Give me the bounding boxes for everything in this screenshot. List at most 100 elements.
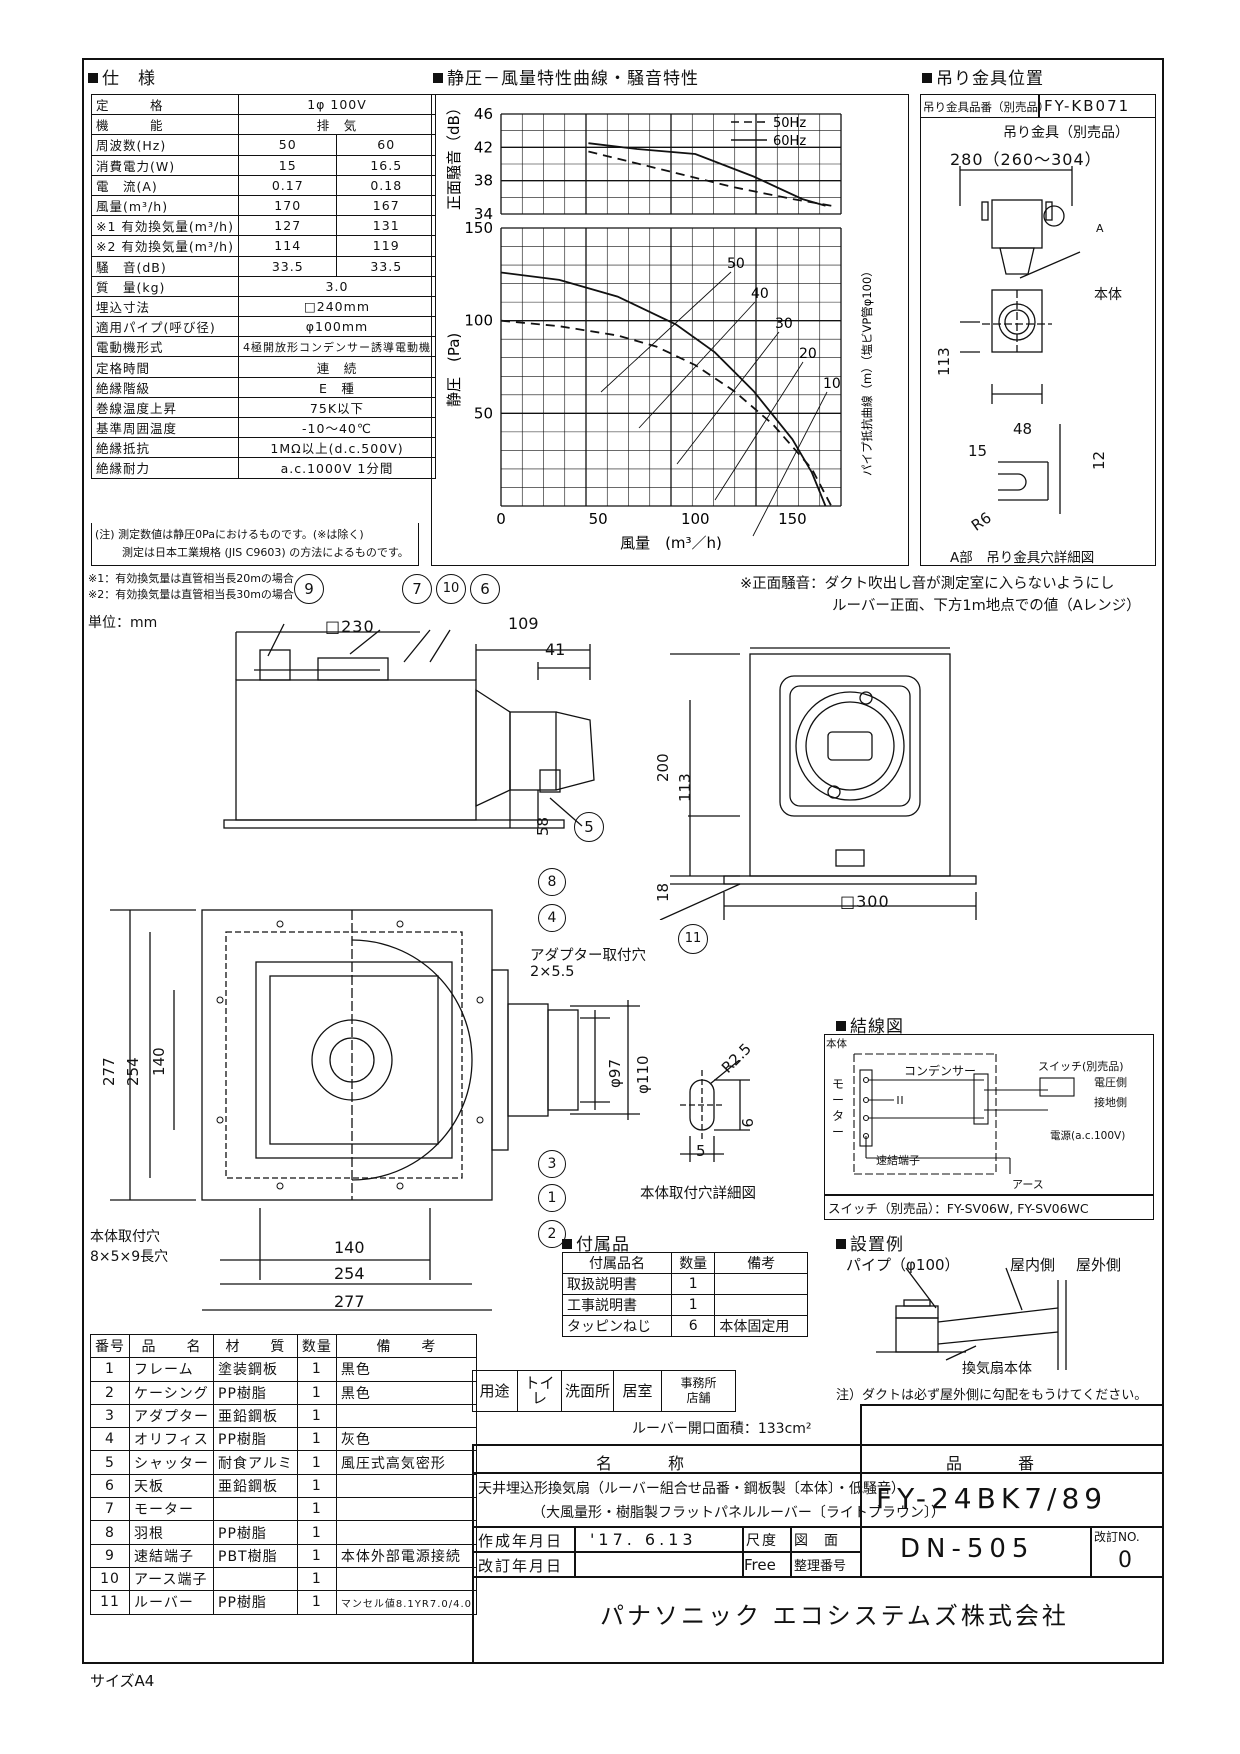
parts-cell: 11 [90, 1590, 130, 1615]
hanger-part-label: 吊り金具品番（別売品） [923, 100, 1050, 114]
spec-value-50hz: 127 [237, 215, 338, 237]
callout-5: 5 [574, 812, 604, 842]
install-outdoor-label: 屋外側 [1076, 1256, 1122, 1274]
noise-note-1: ※正面騒音：ダクト吹出し音が測定室に入らないようにし [740, 576, 1115, 592]
wiring-motor-label: モーター [832, 1077, 845, 1139]
parts-cell: 1 [296, 1380, 337, 1405]
hanger-bracket-label: 吊り金具（別売品） [1003, 125, 1129, 141]
rev-no: 0 [1118, 1548, 1132, 1573]
spec-value-60hz: 119 [336, 235, 436, 257]
pipe-curve-10 [752, 391, 828, 537]
pressure-ylabel: 静圧 (Pa) [445, 333, 463, 407]
callout-2: 2 [538, 1220, 566, 1248]
parts-cell: シャッター [129, 1450, 214, 1475]
parts-cell: 1 [296, 1520, 337, 1545]
dim-300: □300 [840, 892, 890, 911]
dim-254-v: 254 [124, 1057, 142, 1086]
spec-value-50hz: 33.5 [237, 255, 338, 277]
scale-value: Free [744, 1556, 776, 1574]
noise-note-2: ルーバー正面、下方1m地点での値（Aレンジ） [832, 598, 1141, 614]
parts-cell [335, 1497, 478, 1522]
spec-value: a.c.1000V 1分間 [237, 457, 436, 479]
parts-cell: 3 [90, 1403, 130, 1429]
wiring-earth-label: アース [1012, 1178, 1044, 1191]
wiring-switch-model: スイッチ（別売品）：FY-SV06W, FY-SV06WC [828, 1201, 1089, 1216]
parts-cell: 亜鉛鋼板 [213, 1473, 298, 1499]
paper-size: サイズA4 [90, 1672, 155, 1690]
pressure-ytick: 100 [464, 312, 493, 330]
spec-value-50hz: 0.17 [237, 174, 338, 196]
dim-113-front: 113 [676, 773, 694, 802]
parts-cell: 塗装鋼板 [213, 1357, 298, 1382]
callout-6: 6 [470, 574, 500, 604]
pressure-xtick: 100 [681, 510, 710, 528]
spec-value-60hz: 167 [336, 194, 436, 217]
wiring-diagram [853, 1053, 1075, 1175]
parts-header: 品 名 [129, 1333, 214, 1359]
parts-cell: 灰色 [335, 1427, 478, 1452]
dim-140-h: 140 [334, 1238, 365, 1257]
spec-row: 埋込寸法□240mm [91, 295, 436, 318]
pressure-ytick: 150 [464, 219, 493, 237]
spec-label: 適用パイプ(呼び径) [91, 316, 239, 338]
wiring-live-label: 電圧側 [1094, 1076, 1127, 1089]
product-part-no: FY-24BK7/89 [876, 1482, 1108, 1515]
callout-3: 3 [538, 1150, 566, 1178]
parts-header: 材 質 [213, 1333, 298, 1359]
parts-cell: 1 [296, 1427, 337, 1452]
spec-label: 巻線温度上昇 [91, 396, 239, 419]
legend-60hz-label: 60Hz [773, 134, 806, 149]
accessories-cell [714, 1273, 808, 1295]
parts-cell: オリフィス [129, 1427, 214, 1452]
parts-cell: PP樹脂 [213, 1520, 298, 1545]
created-label: 作成年月日 [478, 1532, 564, 1550]
parts-cell: 5 [90, 1450, 130, 1475]
hanger-part-no: FY-KB071 [1044, 97, 1131, 115]
hanger-a-mark: A [1096, 222, 1104, 235]
callout-11: 11 [678, 924, 708, 954]
spec-value-60hz: 33.5 [336, 255, 436, 277]
hanger-body-label: 本体 [1094, 287, 1122, 303]
spec-value: 連 続 [237, 356, 436, 378]
spec-label: 消費電力(W) [91, 154, 239, 176]
product-name-line1: 天井埋込形換気扇（ルーバー組合せ品番・鋼板製〔本体〕・低騒音） [478, 1481, 905, 1497]
parts-cell: 黒色 [335, 1357, 478, 1382]
callout-7: 7 [402, 574, 432, 604]
parts-cell [213, 1497, 298, 1522]
chart-box [431, 94, 909, 566]
spec-label: 風量(m³/h) [91, 194, 239, 217]
spec-value-60hz: 16.5 [336, 154, 436, 176]
callout-1: 1 [538, 1184, 566, 1212]
mount-hole-detail-drawing [680, 1060, 750, 1162]
pipe-curve-50 [600, 271, 732, 393]
accessories-cell: 工事説明書 [561, 1294, 673, 1316]
wiring-body-label: 本体 [826, 1038, 847, 1050]
accessories-section-title: 付属品 [562, 1230, 630, 1255]
hanger-dim-48: 48 [1013, 420, 1033, 438]
pipe-curve-label-10: 10 [823, 376, 841, 392]
spec-label: 周波数(Hz) [91, 134, 239, 156]
use-item: 洗面所 [562, 1370, 614, 1412]
hanger-part-divider [1038, 94, 1040, 118]
install-pipe-label: パイプ（φ100） [846, 1256, 960, 1274]
accessories-cell: 6 [671, 1315, 716, 1337]
spec-row: 定格時間連 続 [91, 356, 436, 378]
parts-cell: 9 [90, 1543, 130, 1568]
spec-row: 基準周囲温度-10～40℃ [91, 416, 436, 439]
drawing-label: 図 面 [794, 1533, 839, 1549]
spec-label: ※1 有効換気量(m³/h) [91, 215, 239, 237]
spec-value: 1φ 100V [237, 93, 436, 116]
spec-value-50hz: 170 [237, 194, 338, 217]
spec-value: 3.0 [237, 275, 436, 297]
spec-note-2: 測定は日本工業規格 (JIS C9603) の方法によるものです。 [122, 546, 409, 559]
wiring-ground-label: 接地側 [1094, 1096, 1127, 1109]
